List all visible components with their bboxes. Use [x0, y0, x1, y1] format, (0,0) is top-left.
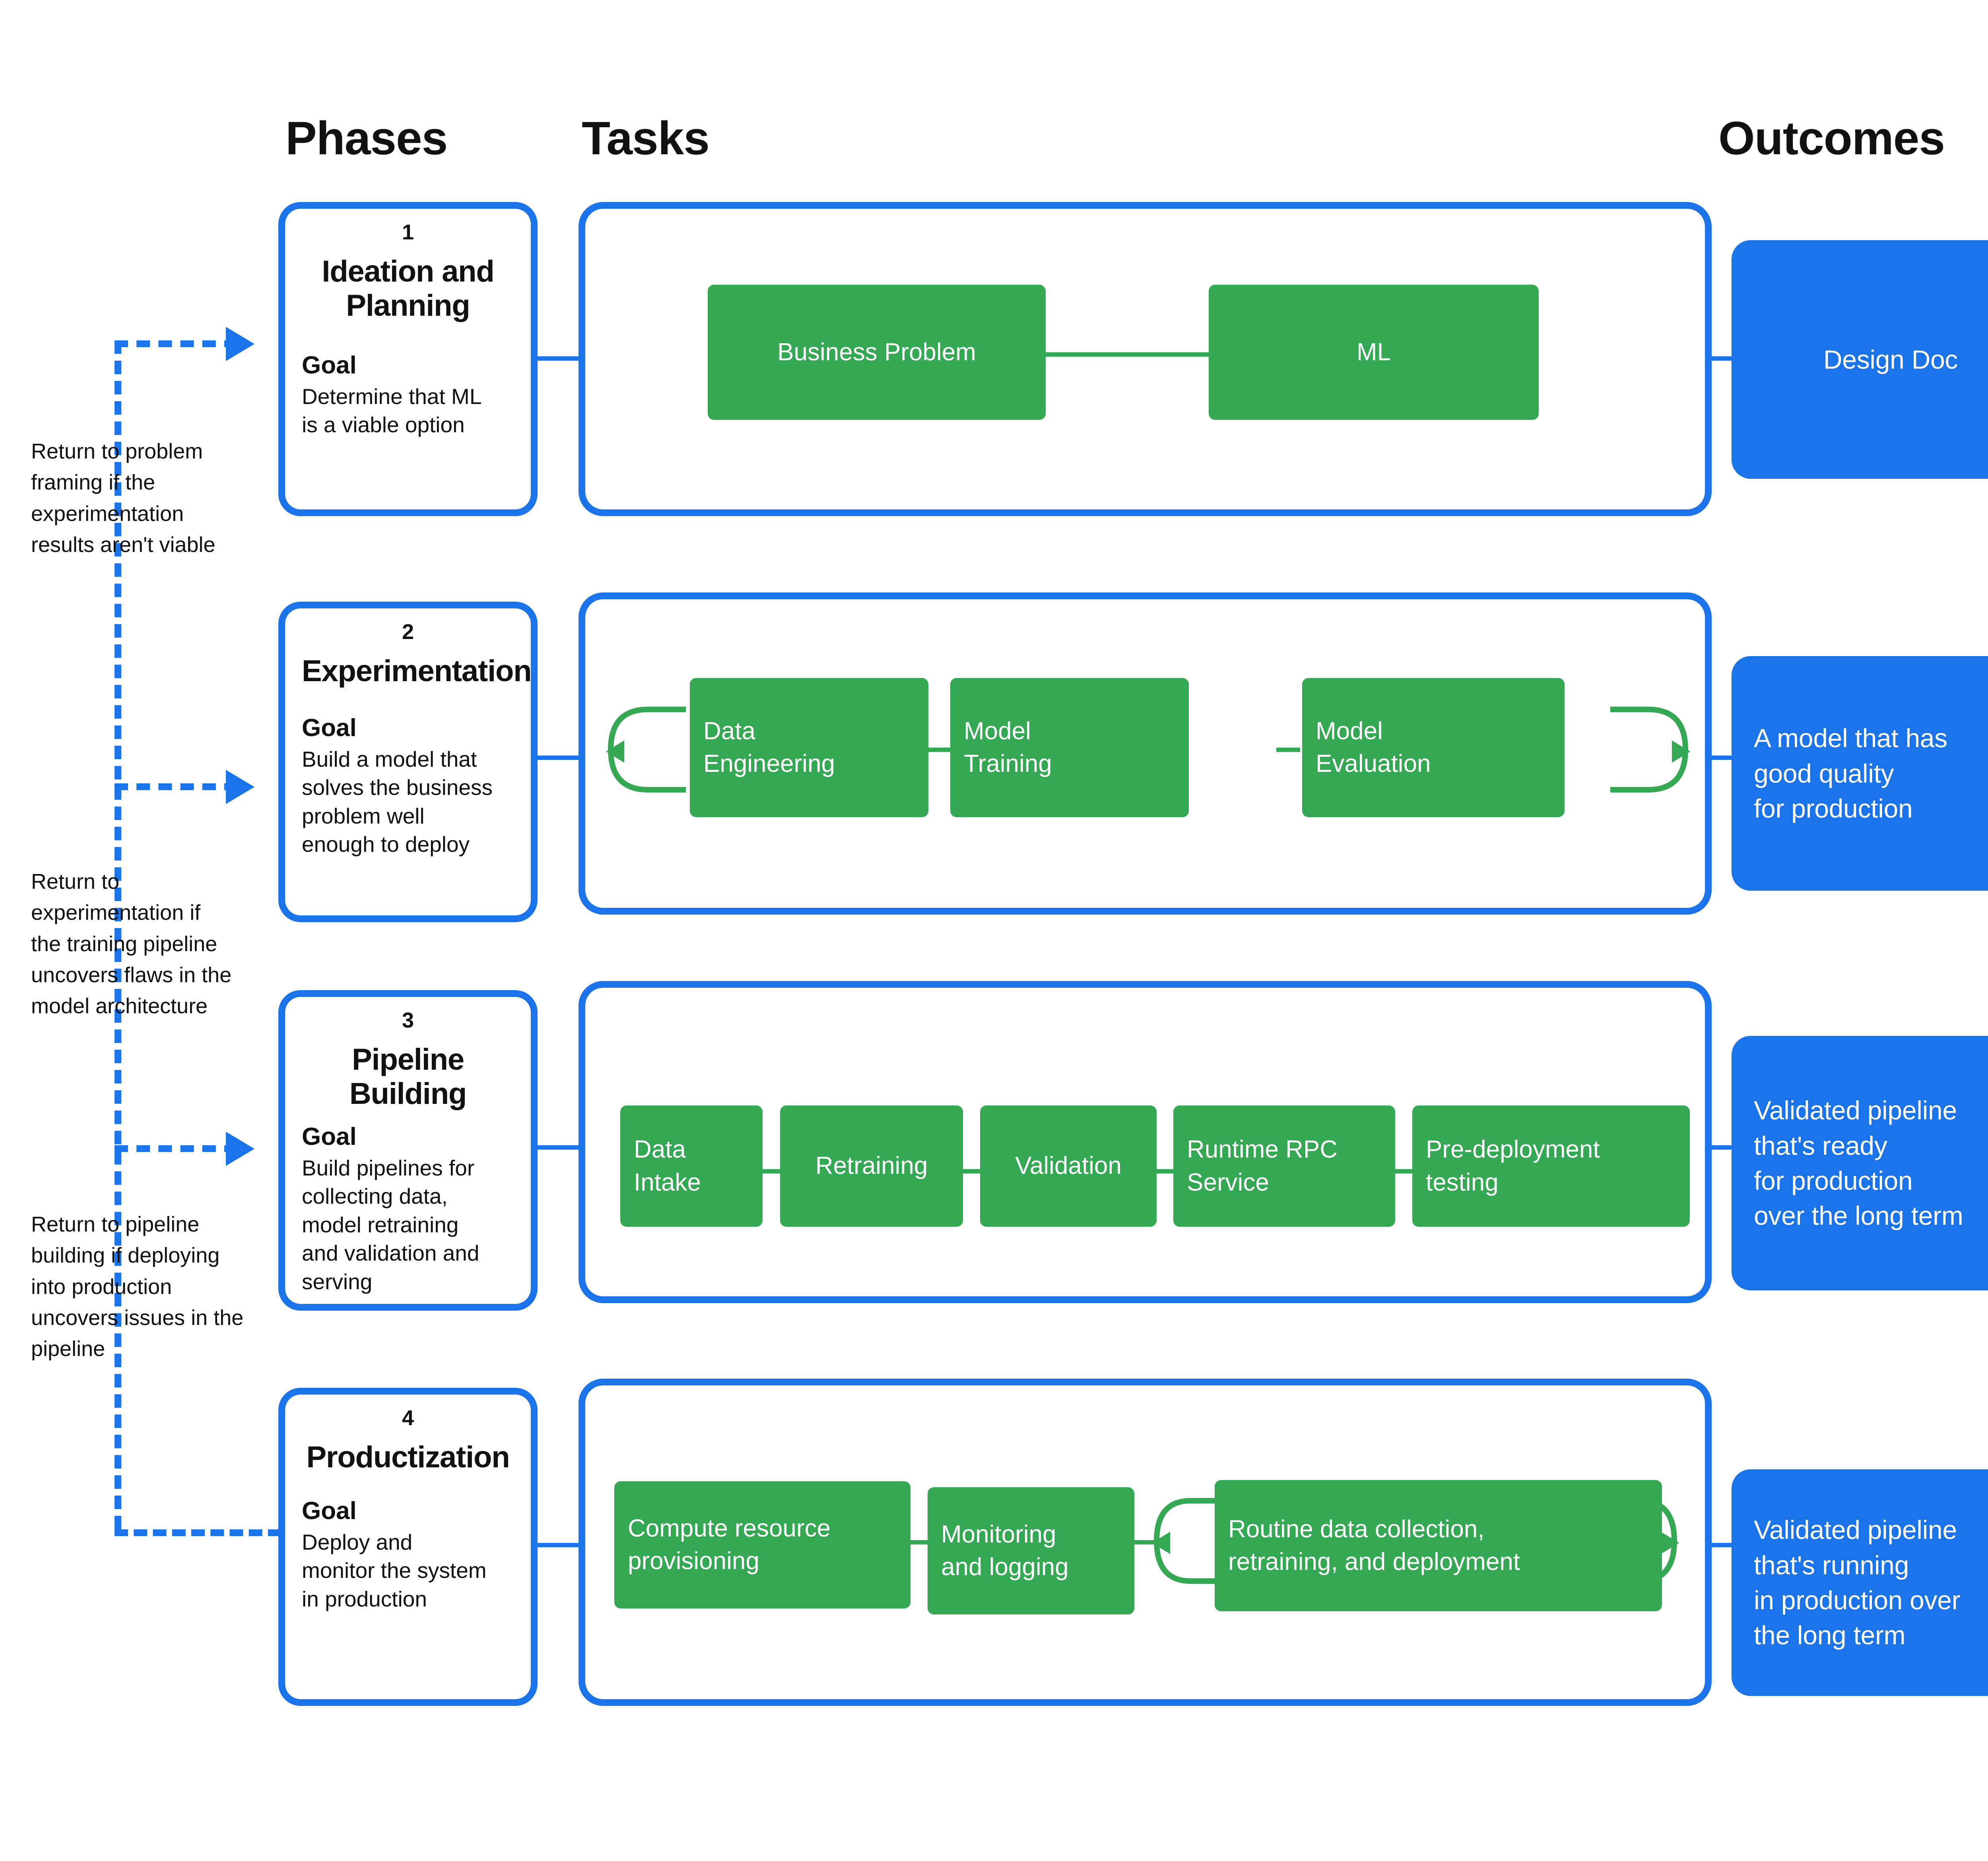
phase-card-1[interactable]: 1 Ideation and Planning Goal Determine t…: [278, 202, 538, 516]
feedback-branch-to-phase-2: [115, 783, 238, 790]
goal-label-1: Goal: [302, 351, 357, 379]
feedback-return-from-phase-4: [115, 1529, 282, 1536]
phase-title-1: Ideation and Planning: [322, 254, 494, 322]
feedback-arrow-phase-2: [226, 770, 254, 804]
phase-card-2[interactable]: 2 Experimentation Goal Build a model tha…: [278, 602, 538, 922]
goal-text-2: Build a model that solves the business p…: [302, 746, 493, 857]
feedback-label-1: Return to problem framing if the experim…: [31, 439, 215, 557]
task-box-validation[interactable]: Validation: [980, 1105, 1157, 1227]
task-box-runtime-rpc-service[interactable]: Runtime RPC Service: [1173, 1105, 1395, 1227]
outcome-box-1[interactable]: Design Doc: [1732, 240, 1988, 479]
column-header-phases: Phases: [285, 112, 448, 165]
connector-tasks4-outcome4: [1711, 1543, 1733, 1547]
outcome-box-3[interactable]: Validated pipeline that's ready for prod…: [1732, 1036, 1988, 1290]
phase-title-4: Productization: [306, 1440, 510, 1474]
task-box-data-intake[interactable]: Data Intake: [620, 1105, 763, 1227]
phase-title-2: Experimentation: [302, 654, 532, 688]
feedback-branch-to-phase-1: [115, 340, 238, 347]
task-box-data-engineering[interactable]: Data Engineering: [690, 678, 928, 817]
connector-tasks1-outcome1: [1711, 356, 1733, 361]
feedback-branch-to-phase-3: [115, 1145, 238, 1152]
outcome-box-2[interactable]: A model that has good quality for produc…: [1732, 656, 1988, 891]
task-link-row3-c: [1155, 1169, 1175, 1173]
feedback-arrow-phase-3: [226, 1132, 254, 1166]
phase-goal-block-3: Goal Build pipelines for collecting data…: [302, 1123, 514, 1296]
phase-card-3[interactable]: 3 Pipeline Building Goal Build pipelines…: [278, 990, 538, 1311]
feedback-arrow-phase-1: [226, 327, 254, 361]
task-box-pre-deployment-testing[interactable]: Pre-deployment testing: [1412, 1105, 1690, 1227]
loop-arrow-experimentation-right: [1610, 707, 1690, 793]
task-box-monitoring-and-logging[interactable]: Monitoring and logging: [928, 1487, 1134, 1614]
connector-phase1-tasks: [538, 356, 579, 361]
task-link-row4-a: [908, 1540, 930, 1544]
column-header-outcomes: Outcomes: [1718, 112, 1945, 165]
loop-arrow-experimentation-left: [606, 707, 686, 793]
task-link-row3-b: [961, 1169, 981, 1173]
task-link-row4-b: [1133, 1540, 1155, 1544]
feedback-spine-left: [115, 340, 121, 1529]
task-box-ml[interactable]: ML: [1209, 285, 1539, 420]
outcome-box-4[interactable]: Validated pipeline that's running in pro…: [1732, 1469, 1988, 1696]
feedback-label-3: Return to pipeline building if deploying…: [31, 1212, 244, 1361]
loop-arrow-routine-left: [1152, 1498, 1223, 1584]
task-box-model-training[interactable]: Model Training: [950, 678, 1189, 817]
phase-number-1: 1: [402, 220, 414, 244]
goal-text-3: Build pipelines for collecting data, mod…: [302, 1155, 480, 1294]
task-box-retraining[interactable]: Retraining: [780, 1105, 963, 1227]
column-header-tasks: Tasks: [582, 112, 710, 165]
goal-label-4: Goal: [302, 1497, 357, 1525]
phase-goal-block-2: Goal Build a model that solves the busin…: [302, 714, 514, 859]
phase-number-4: 4: [402, 1406, 414, 1430]
connector-tasks2-outcome2: [1711, 756, 1733, 760]
goal-text-1: Determine that ML is a viable option: [302, 384, 482, 437]
phase-card-4[interactable]: 4 Productization Goal Deploy and monitor…: [278, 1388, 538, 1706]
goal-label-2: Goal: [302, 714, 357, 742]
connector-tasks3-outcome3: [1711, 1145, 1733, 1150]
connector-phase2-tasks: [538, 756, 579, 760]
task-link-row3-d: [1394, 1169, 1413, 1173]
task-box-compute-resource-provisioning[interactable]: Compute resource provisioning: [614, 1481, 911, 1608]
phase-goal-block-4: Goal Deploy and monitor the system in pr…: [302, 1497, 514, 1614]
phase-number-2: 2: [402, 620, 414, 644]
goal-text-4: Deploy and monitor the system in product…: [302, 1529, 487, 1611]
goal-label-3: Goal: [302, 1123, 357, 1150]
connector-phase4-tasks: [538, 1543, 579, 1547]
phase-title-3: Pipeline Building: [349, 1043, 467, 1111]
phase-goal-block-1: Goal Determine that ML is a viable optio…: [302, 351, 514, 439]
task-box-model-evaluation[interactable]: Model Evaluation: [1302, 678, 1565, 817]
task-link-row1: [1046, 352, 1209, 357]
phase-number-3: 3: [402, 1008, 414, 1032]
connector-phase3-tasks: [538, 1145, 579, 1150]
task-box-routine-data-collection[interactable]: Routine data collection, retraining, and…: [1215, 1480, 1662, 1611]
task-link-row3-a: [761, 1169, 781, 1173]
feedback-label-2: Return to experimentation if the trainin…: [31, 870, 232, 1018]
task-link-row2-a: [926, 748, 950, 752]
task-box-business-problem[interactable]: Business Problem: [708, 285, 1046, 420]
task-link-row2-b: [1276, 748, 1300, 752]
